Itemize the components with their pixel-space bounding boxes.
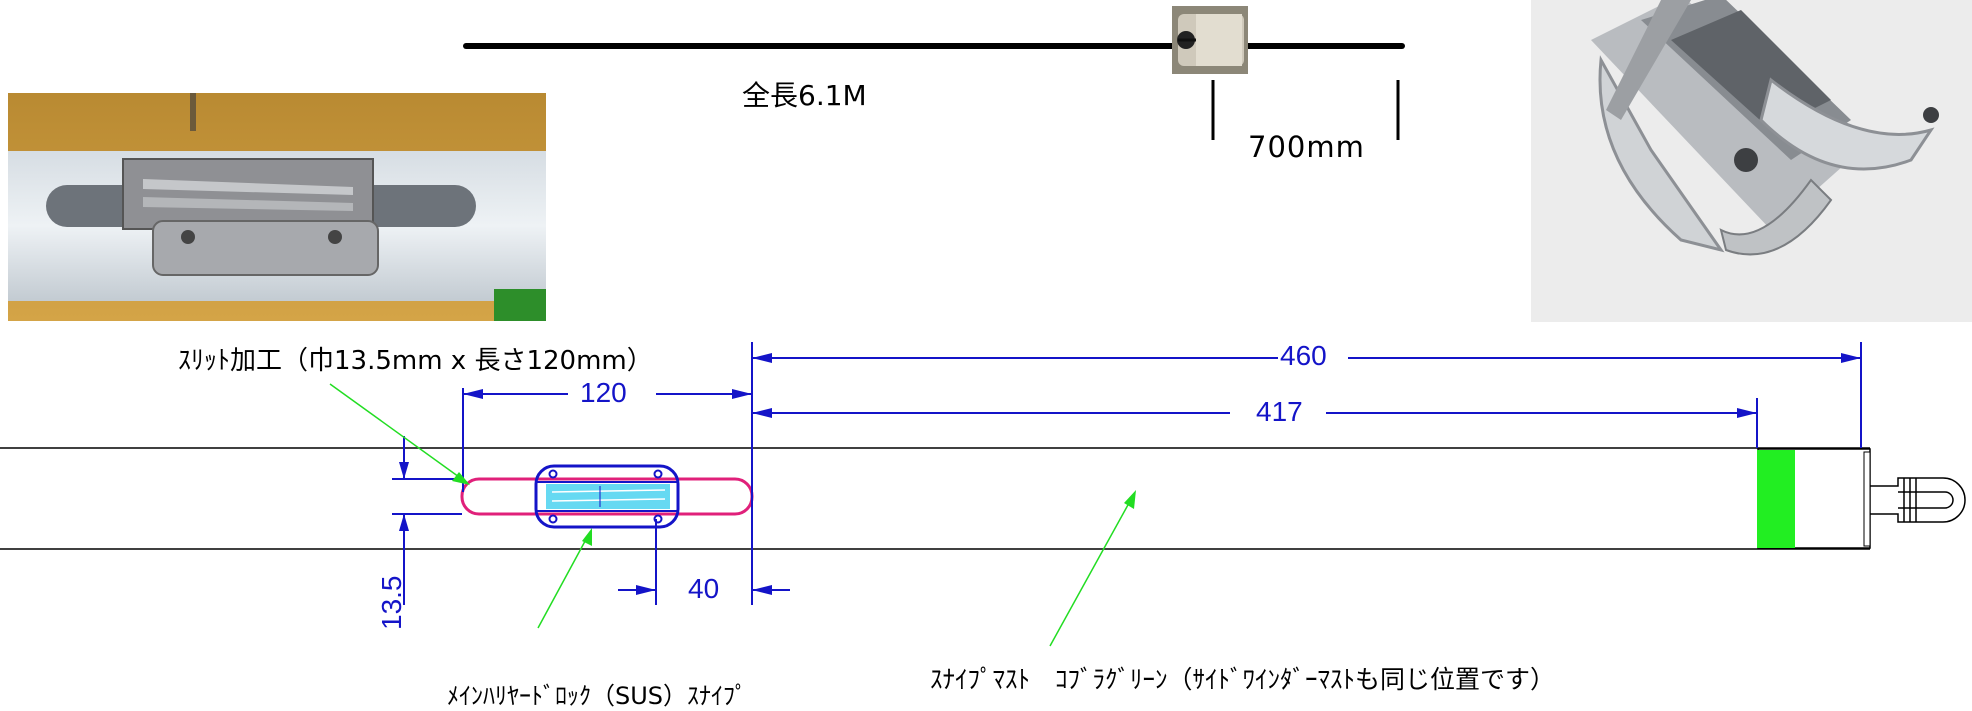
slit-annotation-label: ｽﾘｯﾄ加工（巾13.5mm x 長さ120mm） [178, 346, 653, 376]
dimension-120-label: 120 [580, 377, 627, 408]
mast-fitting-thumbnail [1172, 6, 1248, 74]
lock-part-illustration [1531, 0, 1972, 322]
slot-closeup-illustration [8, 93, 546, 321]
total-length-label: 全長6.1M [742, 79, 867, 112]
dimension-13-5-label: 13.5 [376, 575, 407, 631]
dimension-460-label: 460 [1280, 340, 1327, 371]
top-section-length-label: 700mm [1248, 130, 1365, 164]
dimension-417-label: 417 [1256, 396, 1303, 427]
mast-annotation-label: ｽﾅｲﾌﾟﾏｽﾄ ｺﾌﾞﾗｸﾞﾘｰﾝ（ｻｲﾄﾞﾜｲﾝﾀﾞｰﾏｽﾄも同じ位置です） [930, 665, 1556, 694]
slit-leader-line [329, 383, 467, 483]
halyard-lock-drawing [534, 464, 680, 529]
lock-part-photo [1531, 0, 1972, 322]
mast-overview-drawing [463, 6, 1405, 140]
mast-overview [0, 0, 1972, 170]
top-fitting-ring [1870, 477, 1966, 523]
mast-leader-line [1049, 493, 1135, 647]
position-marker-band [1757, 450, 1795, 548]
lock-annotation-label: ﾒｲﾝﾊﾘﾔｰﾄﾞﾛｯｸ（SUS）ｽﾅｲﾌﾟ [447, 682, 748, 710]
dimension-40-label: 40 [688, 573, 720, 604]
slot-closeup-photo [8, 93, 546, 321]
lock-leader-line [537, 531, 591, 629]
